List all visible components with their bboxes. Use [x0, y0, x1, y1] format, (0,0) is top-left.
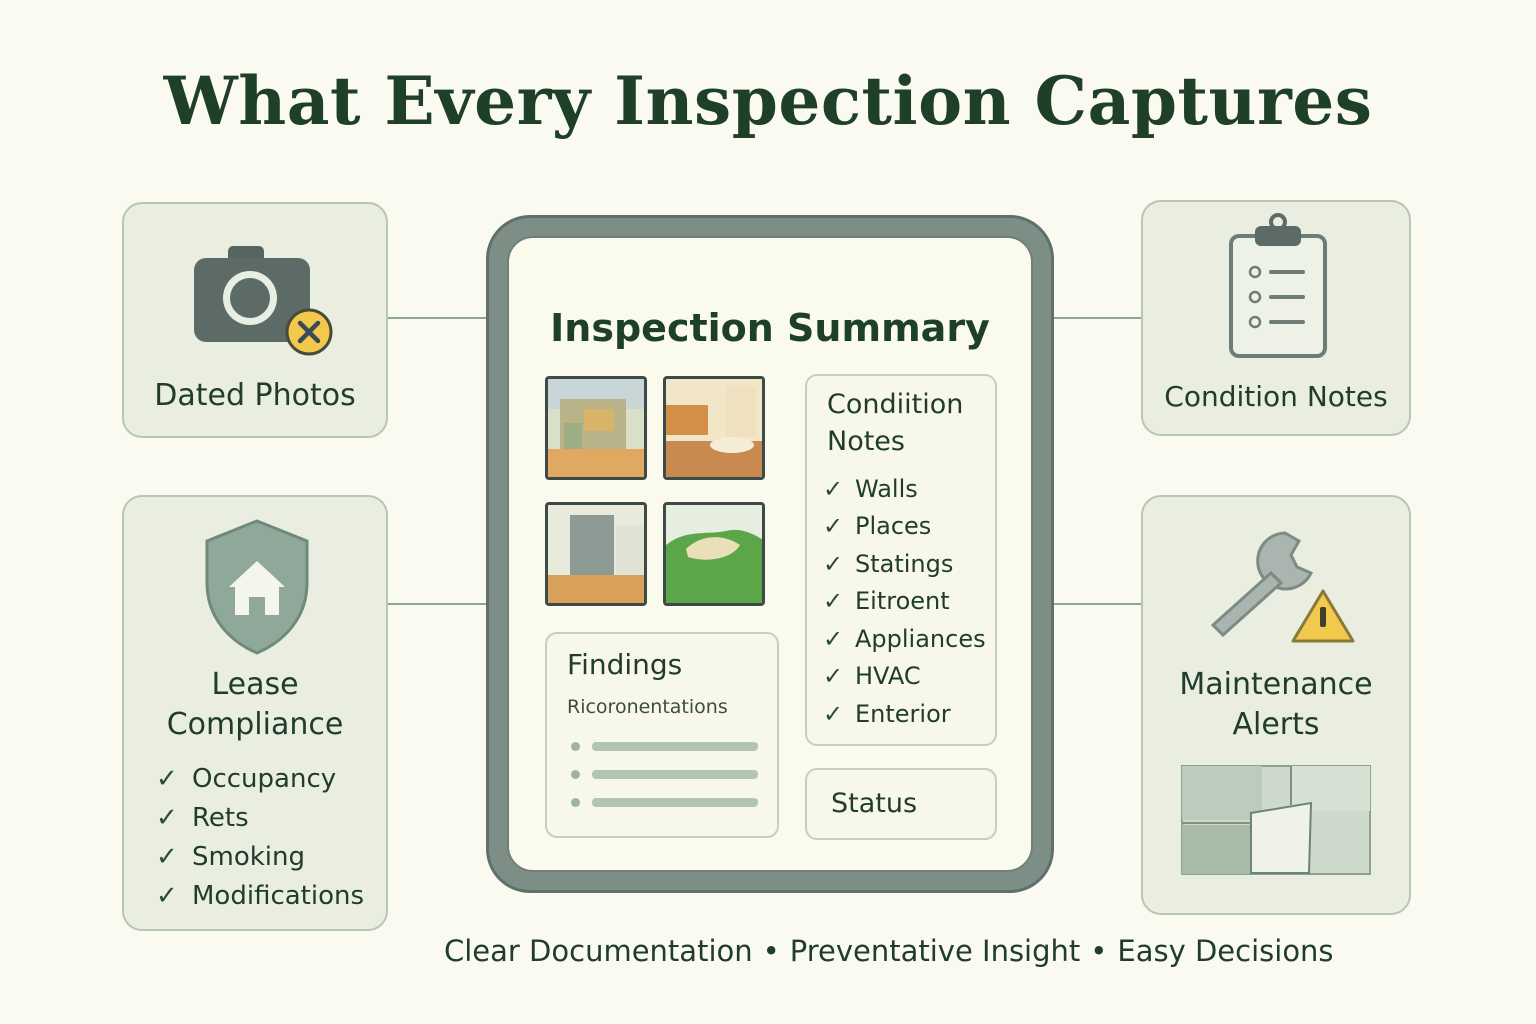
findings-subtitle: Ricoronentations — [567, 696, 728, 718]
clipboard-icon — [1229, 213, 1327, 358]
findings-line — [571, 770, 758, 779]
connector-maintenance-alerts — [1052, 603, 1142, 605]
room-sketch-image — [1181, 765, 1371, 875]
photo-thumbnail[interactable] — [663, 502, 765, 606]
check-icon: ✓ — [823, 474, 844, 503]
wrench-warning-icon — [1210, 531, 1355, 643]
list-item: ✓Enterior — [823, 699, 951, 728]
maintenance-alerts-card: Maintenance Alerts — [1141, 495, 1411, 915]
dated-photos-card: Dated Photos — [122, 202, 388, 438]
camera-icon — [194, 246, 333, 356]
dated-photos-label: Dated Photos — [154, 378, 356, 413]
list-item: ✓Appliances — [823, 624, 986, 653]
check-icon: ✓ — [823, 624, 844, 653]
status-label: Status — [831, 788, 918, 819]
photo-thumbnail[interactable] — [545, 376, 647, 480]
footer-item-insight: Preventative Insight — [789, 934, 1081, 968]
lease-compliance-label-line1: Lease — [211, 667, 299, 702]
photo-image — [666, 505, 762, 603]
inspection-summary-screen: Inspection Summary — [507, 236, 1033, 872]
bullet-icon — [571, 742, 580, 751]
list-item: ✓Walls — [823, 474, 918, 503]
bullet-icon — [571, 770, 580, 779]
shield-home-icon — [205, 519, 309, 655]
footer-tagline: Clear Documentation • Preventative Insight… — [444, 934, 1334, 968]
list-item: ✓Occupancy — [156, 763, 337, 794]
condition-notes-title-line1: Condiition — [827, 389, 964, 420]
connector-dated-photos — [388, 317, 488, 319]
check-icon: ✓ — [823, 549, 844, 578]
check-icon: ✓ — [823, 699, 844, 728]
list-item: ✓Eitroent — [823, 587, 950, 616]
photo-image — [548, 505, 644, 603]
check-icon: ✓ — [156, 763, 178, 794]
condition-notes-title-line2: Notes — [827, 426, 905, 457]
condition-notes-panel: Condiition Notes ✓Walls ✓Places ✓Stating… — [805, 374, 997, 746]
summary-title: Inspection Summary — [550, 306, 990, 350]
condition-notes-list: ✓Walls ✓Places ✓Statings ✓Eitroent ✓Appl… — [823, 470, 986, 733]
status-panel[interactable]: Status — [805, 768, 997, 840]
check-icon: ✓ — [823, 587, 844, 616]
check-icon: ✓ — [156, 841, 178, 872]
list-item: ✓Modifications — [156, 880, 365, 911]
lease-compliance-list: ✓Occupancy ✓Rets ✓Smoking ✓Modifications — [156, 759, 364, 915]
findings-panel: Findings Ricoronentations — [545, 632, 779, 838]
list-item: ✓Smoking — [156, 841, 306, 872]
list-item: ✓HVAC — [823, 662, 921, 691]
connector-condition-notes — [1052, 317, 1142, 319]
check-icon: ✓ — [823, 512, 844, 541]
inspection-summary-device: Inspection Summary — [486, 215, 1054, 893]
list-item: ✓Statings — [823, 549, 954, 578]
check-icon: ✓ — [823, 662, 844, 691]
maintenance-alerts-label-line1: Maintenance — [1179, 667, 1373, 702]
footer-separator: • — [1090, 934, 1108, 968]
photo-image — [666, 379, 762, 477]
photo-thumbnail[interactable] — [545, 502, 647, 606]
connector-lease-compliance — [388, 603, 488, 605]
findings-title: Findings — [567, 648, 683, 681]
list-item: ✓Places — [823, 512, 932, 541]
findings-line — [571, 742, 758, 751]
photo-thumbnail[interactable] — [663, 376, 765, 480]
lease-compliance-label-line2: Compliance — [166, 707, 344, 742]
footer-separator: • — [762, 934, 780, 968]
list-item: ✓Rets — [156, 802, 249, 833]
findings-line — [571, 798, 758, 807]
photo-image — [548, 379, 644, 477]
condition-notes-label: Condition Notes — [1164, 380, 1388, 413]
condition-notes-card: Condition Notes — [1141, 200, 1411, 436]
footer-item-decisions: Easy Decisions — [1117, 934, 1334, 968]
page-title: What Every Inspection Captures — [163, 62, 1373, 140]
footer-item-documentation: Clear Documentation — [444, 934, 753, 968]
check-icon: ✓ — [156, 802, 178, 833]
lease-compliance-card: Lease Compliance ✓Occupancy ✓Rets ✓Smoki… — [122, 495, 388, 931]
maintenance-alerts-label-line2: Alerts — [1232, 707, 1320, 742]
bullet-icon — [571, 798, 580, 807]
check-icon: ✓ — [156, 880, 178, 911]
